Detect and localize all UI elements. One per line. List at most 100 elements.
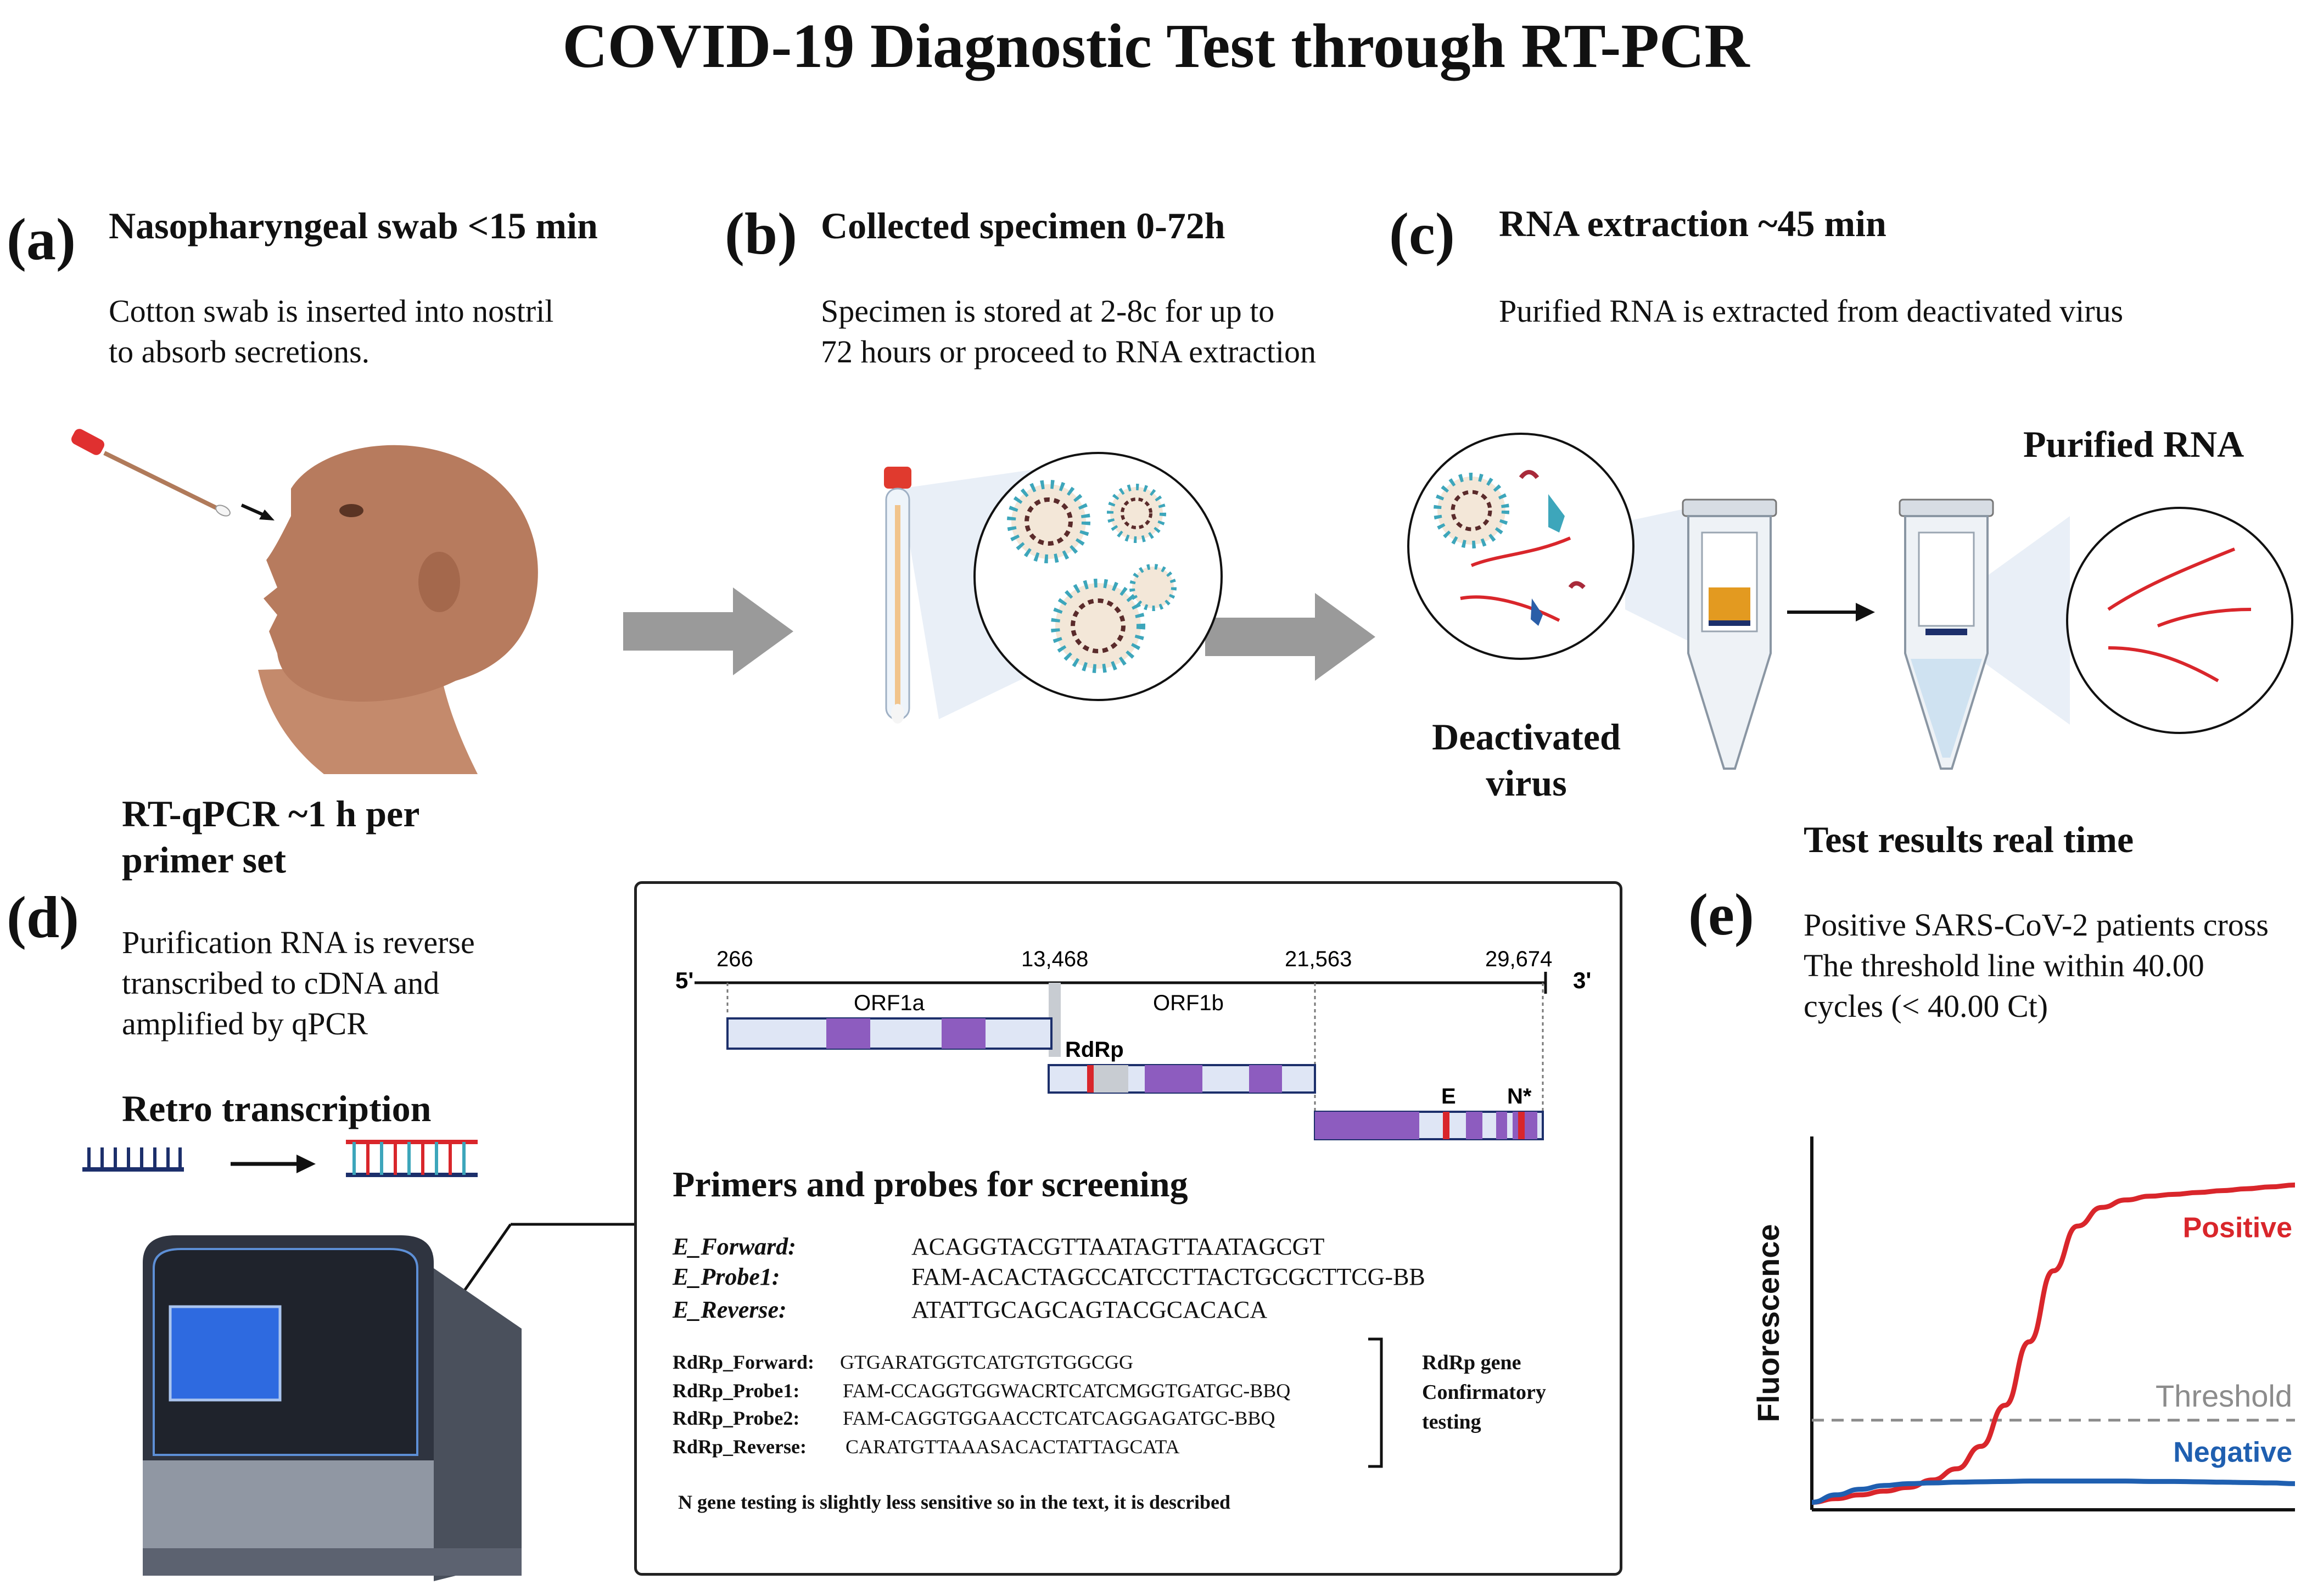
panel-d-heading: RT-qPCR ~1 h per primer set — [122, 791, 419, 883]
extraction-tube-icon — [1682, 499, 1777, 770]
panel-d-text-line3: amplified by qPCR — [122, 1006, 368, 1041]
rna-extraction-illustration — [1407, 433, 1777, 770]
rdrp-bracket-label-line3: testing — [1422, 1410, 1481, 1433]
rdrp-probe1-val: FAM-CCAGGTGGWACRTCATCMGGTGATGC-BBQ — [843, 1380, 1291, 1402]
eye-shape — [339, 504, 363, 517]
series-negative-label: Negative — [2173, 1436, 2292, 1468]
amplification-chart: Fluorescence Threshold Positive Negative — [1751, 1136, 2296, 1511]
panel-b-text-line2: 72 hours or proceed to RNA extraction — [821, 334, 1317, 369]
specimen-illustration — [884, 452, 1223, 724]
panel-b-letter: (b) — [725, 201, 797, 267]
panel-d-letter: (d) — [7, 885, 79, 950]
panel-e-text-line2: The threshold line within 40.00 — [1804, 948, 2204, 983]
virus-particles-icon — [1007, 480, 1177, 673]
single-strand-rna-icon — [82, 1147, 184, 1172]
swab-head-illustration — [71, 429, 538, 774]
head-shape — [264, 445, 538, 702]
arrow-b-to-c-icon — [1205, 593, 1375, 681]
primer-info-box — [634, 881, 1622, 1576]
rdrp-probe1-key: RdRp_Probe1: — [673, 1380, 800, 1402]
three-prime-label: 3' — [1573, 967, 1591, 993]
primers-heading: Primers and probes for screening — [673, 1164, 1188, 1205]
rdrp-reverse-val: CARATGTTAAASACACTATTAGCATA — [846, 1436, 1180, 1458]
panel-c-heading: RNA extraction ~45 min — [1499, 203, 1886, 244]
panel-a-letter: (a) — [7, 207, 76, 272]
cotton-swab-icon — [71, 429, 231, 517]
panel-e-text-line1: Positive SARS-CoV-2 patients cross — [1804, 907, 2269, 943]
panel-b-heading: Collected specimen 0-72h — [821, 205, 1225, 247]
panel-d-heading-line2: primer set — [122, 839, 286, 881]
e-reverse-key: E_Reverse: — [673, 1296, 787, 1323]
rdrp-probe2-val: FAM-CAGGTGGAACCTCATCAGGAGATGC-BBQ — [843, 1407, 1275, 1429]
structural-genes-bar — [1314, 1111, 1544, 1140]
arrow-a-to-b-icon — [623, 587, 793, 675]
panel-e-text-line3: cycles (< 40.00 Ct) — [1804, 988, 2048, 1024]
deactivated-virus-label: Deactivated virus — [1422, 714, 1631, 806]
e-gene-label: E — [1441, 1084, 1456, 1108]
pos-13468-label: 13,468 — [1021, 947, 1088, 971]
panel-d-text: Purification RNA is reverse transcribed … — [122, 922, 475, 1044]
purified-rna-illustration — [1899, 499, 2293, 770]
deactivated-virus-label-line1: Deactivated — [1432, 716, 1621, 758]
panel-a-text-line1: Cotton swab is inserted into nostril — [109, 293, 554, 329]
panel-e-heading: Test results real time — [1804, 819, 2134, 860]
orf1a-bar — [726, 1017, 1053, 1050]
e-forward-val: ACAGGTACGTTAATAGTTAATAGCGT — [911, 1233, 1325, 1260]
rdrp-label: RdRp — [1065, 1038, 1124, 1062]
rdrp-reverse-key: RdRp_Reverse: — [673, 1436, 807, 1458]
rdrp-probe2-key: RdRp_Probe2: — [673, 1407, 800, 1429]
e-reverse-val: ATATTGCAGCAGTACGCACACA — [911, 1296, 1268, 1323]
pos-29674-label: 29,674 — [1485, 947, 1552, 971]
panel-e-text: Positive SARS-CoV-2 patients cross The t… — [1804, 905, 2269, 1027]
panel-a-heading: Nasopharyngeal swab <15 min — [109, 205, 598, 247]
threshold-label: Threshold — [2156, 1379, 2292, 1413]
rdrp-forward-key: RdRp_Forward: — [673, 1351, 814, 1373]
series-negative-line — [1811, 1479, 2296, 1505]
retro-transcription-icon — [82, 1140, 478, 1177]
series-positive-label: Positive — [2183, 1212, 2292, 1244]
purified-tube-icon — [1899, 499, 1994, 770]
pos-21563-label: 21,563 — [1285, 947, 1352, 971]
e-probe1-val: FAM-ACACTAGCCATCCTTACTGCGCTTCG-BB — [911, 1263, 1425, 1290]
qpcr-machine-icon — [143, 1235, 522, 1581]
e-probe1-key: E_Probe1: — [673, 1263, 780, 1290]
double-strand-cdna-icon — [346, 1140, 478, 1177]
series-positive-line — [1811, 1182, 2296, 1505]
genome-map-diagram: 5' 3' 266 13,468 21,563 29,674 ORF1a ORF… — [675, 947, 1591, 1140]
deactivated-virus-label-line2: virus — [1486, 762, 1567, 804]
orf1b-label: ORF1b — [1153, 991, 1224, 1015]
swab-arrow-icon — [240, 503, 275, 520]
qpcr-machine-illustration — [143, 1223, 637, 1581]
panel-c-text: Purified RNA is extracted from deactivat… — [1499, 293, 2124, 329]
ear-shape — [418, 552, 460, 612]
rdrp-bracket-label: RdRp gene Confirmatory testing — [1422, 1348, 1546, 1437]
panel-d-heading-line1: RT-qPCR ~1 h per — [122, 793, 420, 835]
panel-c-letter: (c) — [1389, 201, 1455, 267]
panel-d-text-line2: transcribed to cDNA and — [122, 965, 440, 1001]
n-gene-label: N* — [1507, 1084, 1532, 1108]
rdrp-bracket — [1368, 1337, 1383, 1468]
purified-rna-circle — [2066, 507, 2293, 734]
page-title: COVID-19 Diagnostic Test through RT-PCR — [562, 11, 1750, 81]
transcription-arrow-icon — [231, 1155, 316, 1173]
panel-a-text-line2: to absorb secretions. — [109, 334, 370, 369]
pos-266-label: 266 — [716, 947, 753, 971]
e-forward-key: E_Forward: — [673, 1233, 796, 1260]
specimen-tube-icon — [884, 467, 911, 724]
chart-axes — [1810, 1136, 2295, 1511]
retro-transcription-label: Retro transcription — [122, 1088, 432, 1129]
deactivated-virus-icon — [1434, 470, 1586, 626]
n-gene-footnote: N gene testing is slightly less sensitiv… — [678, 1491, 1230, 1513]
purified-rna-label: Purified RNA — [2023, 423, 2244, 465]
panel-b-text: Specimen is stored at 2-8c for up to 72 … — [821, 291, 1316, 372]
chart-ylabel: Fluorescence — [1751, 1224, 1785, 1422]
panel-e-letter: (e) — [1688, 882, 1754, 948]
rna-strands-icon — [2107, 547, 2252, 682]
rdrp-forward-val: GTGARATGGTCATGTGTGGCGG — [840, 1351, 1133, 1373]
panel-d-text-line1: Purification RNA is reverse — [122, 925, 475, 960]
orf1a-label: ORF1a — [854, 991, 925, 1015]
rdrp-bracket-label-line1: RdRp gene — [1422, 1351, 1521, 1374]
arrow-tube-to-tube-icon — [1787, 603, 1875, 621]
panel-b-text-line1: Specimen is stored at 2-8c for up to — [821, 293, 1275, 329]
panel-a-text: Cotton swab is inserted into nostril to … — [109, 291, 553, 372]
